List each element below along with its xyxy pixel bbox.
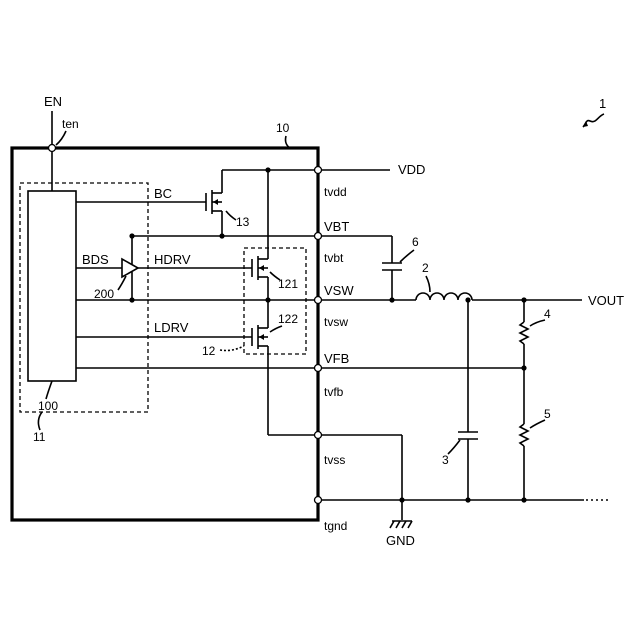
fet122-leader (270, 326, 282, 332)
bds-label: BDS (82, 252, 109, 267)
vout-label: VOUT (588, 293, 624, 308)
gnd-label: GND (386, 533, 415, 548)
buffer-200-leader (118, 276, 126, 290)
switch-group-box (244, 248, 306, 354)
switch-group-label: 12 (202, 344, 216, 358)
vfb-label: VFB (324, 351, 349, 366)
tgnd-terminal (315, 497, 322, 504)
tvfb-label: tvfb (324, 385, 344, 399)
inductor-2-leader (426, 276, 430, 292)
cap6-leader (400, 250, 414, 262)
r5-zigzag (520, 424, 528, 446)
ten-leader (56, 131, 66, 145)
tvsw-terminal (315, 297, 322, 304)
control-circuit-box (20, 183, 148, 412)
cap6-label: 6 (412, 235, 419, 249)
r4-leader (530, 320, 545, 326)
switch-group-leader (220, 346, 244, 351)
ten-terminal (49, 145, 56, 152)
fet121-leader (270, 272, 280, 280)
gnd-node-dot-vss (399, 497, 404, 502)
ic-label-leader (286, 136, 291, 148)
inductor-2-coil (416, 293, 472, 300)
vdd-label: VDD (398, 162, 425, 177)
r5-leader (530, 420, 545, 428)
tvfb-terminal (315, 365, 322, 372)
hdrv-label: HDRV (154, 252, 191, 267)
tvss-label: tvss (324, 453, 345, 467)
ten-label: ten (62, 117, 79, 131)
vbt-label: VBT (324, 219, 349, 234)
controller-leader (46, 381, 52, 399)
ic-label: 10 (276, 121, 290, 135)
controller-block (28, 191, 76, 381)
control-circuit-label: 11 (33, 430, 46, 444)
fet13-label: 13 (236, 215, 250, 229)
vbt-node-dot-fet13 (219, 233, 224, 238)
buffer-200-triangle (122, 259, 138, 277)
vsw-node-dot-buffer (129, 297, 134, 302)
fet121-arrow (259, 265, 264, 271)
buffer-200-label: 200 (94, 287, 114, 301)
controller-label: 100 (38, 399, 58, 413)
ground-symbol (390, 521, 412, 528)
inductor-2-label: 2 (422, 261, 429, 275)
fet121-label: 121 (278, 277, 298, 291)
figure-ref-label: 1 (599, 96, 606, 111)
fet122-label: 122 (278, 312, 298, 326)
fet13-leader (226, 211, 236, 220)
tvbt-label: tvbt (324, 251, 344, 265)
ldrv-label: LDRV (154, 320, 189, 335)
control-circuit-leader (38, 412, 42, 430)
tvss-terminal (315, 432, 322, 439)
tvdd-label: tvdd (324, 185, 347, 199)
tvdd-terminal (315, 167, 322, 174)
r4-zigzag (520, 322, 528, 344)
cap3-leader (448, 440, 460, 454)
r4-label: 4 (544, 307, 551, 321)
cap3-label: 3 (442, 453, 449, 467)
vsw-node-dot-cap6 (389, 297, 394, 302)
fet122-arrow (259, 334, 264, 340)
bc-label: BC (154, 186, 172, 201)
tvsw-label: tvsw (324, 315, 348, 329)
fet13-arrow (213, 199, 218, 205)
r5-label: 5 (544, 407, 551, 421)
vsw-node-dot-fets (265, 297, 270, 302)
tgnd-label: tgnd (324, 519, 347, 533)
vsw-label: VSW (324, 283, 354, 298)
en-label: EN (44, 94, 62, 109)
tvbt-terminal (315, 233, 322, 240)
